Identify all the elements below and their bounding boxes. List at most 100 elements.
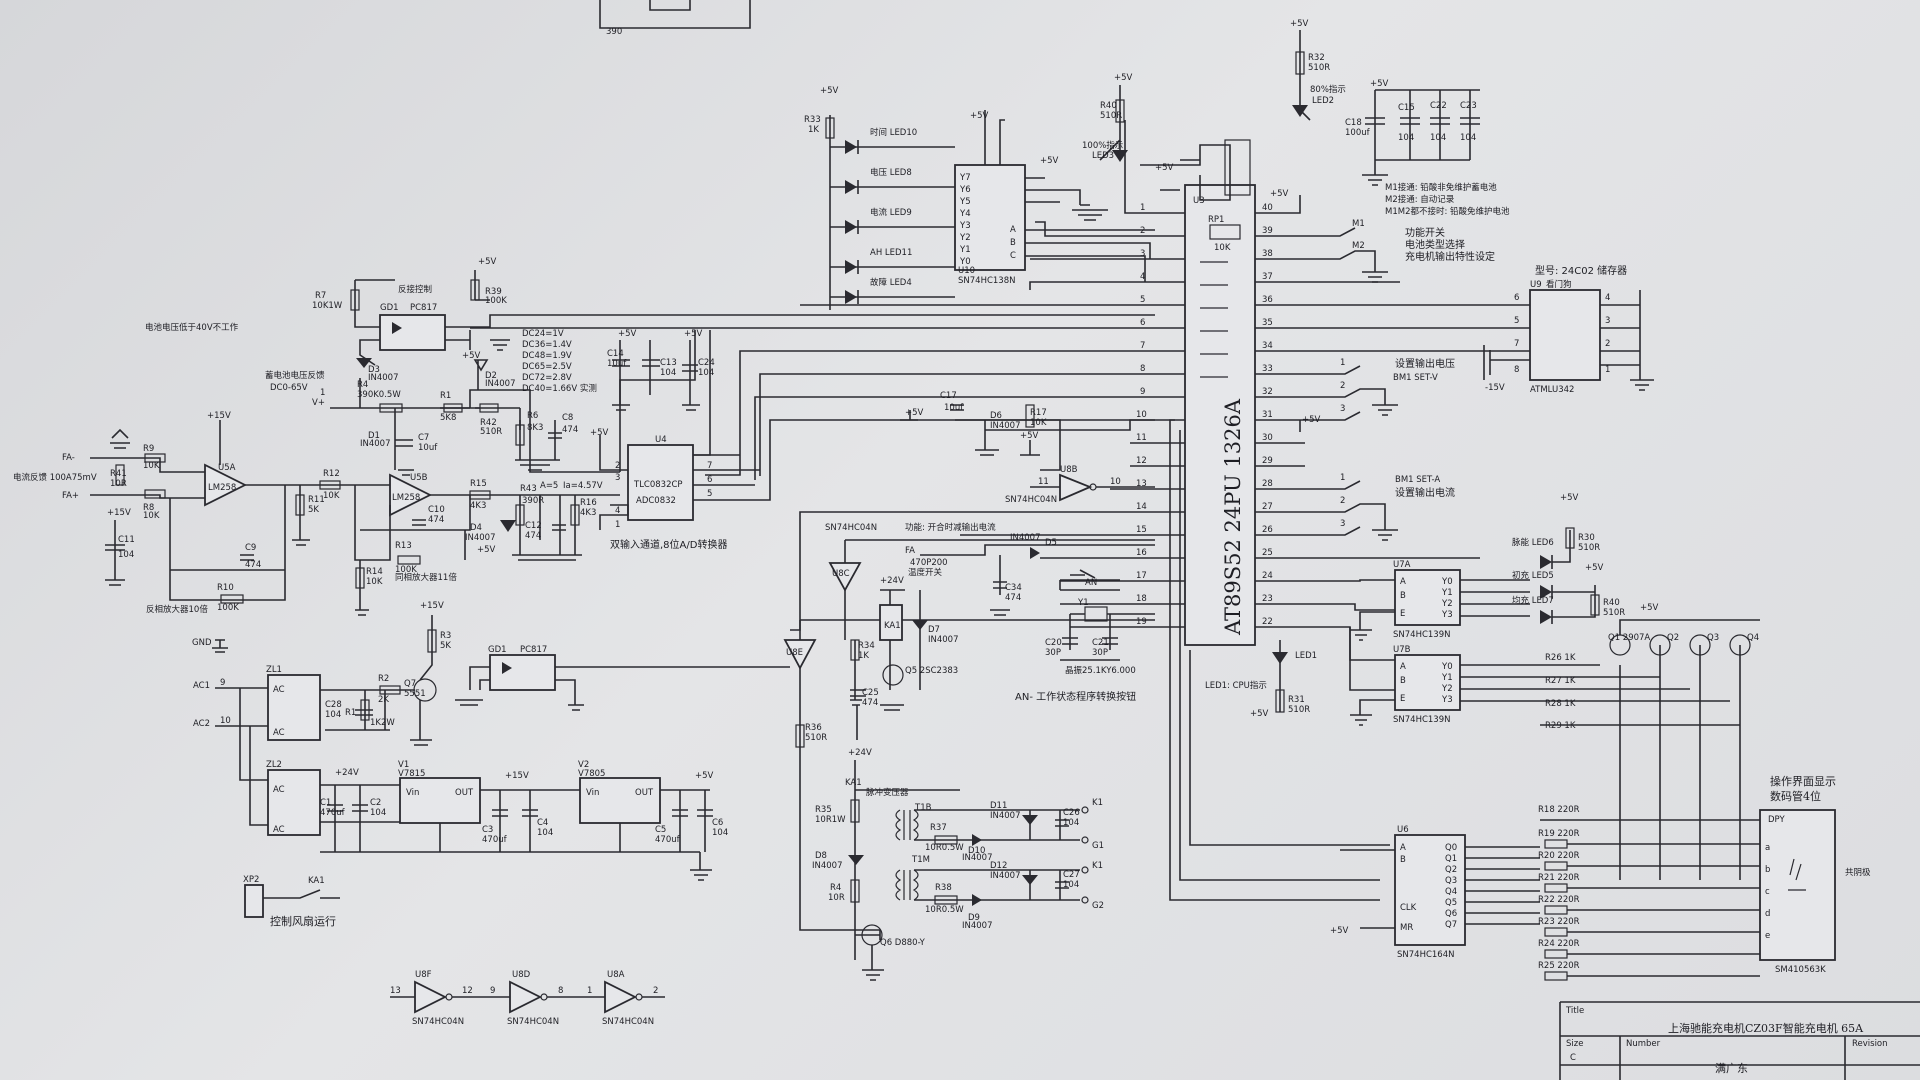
led-label: 故障 LED4 (870, 277, 912, 288)
svg-text:AC: AC (273, 825, 285, 835)
svg-text:18: 18 (1136, 594, 1147, 604)
svg-text:IN4007: IN4007 (990, 421, 1021, 431)
svg-text:C3: C3 (482, 825, 493, 835)
svg-text:C12: C12 (525, 521, 542, 531)
svg-text:24: 24 (1262, 571, 1273, 581)
svg-text:c: c (1765, 887, 1770, 897)
svg-text:510R: 510R (1288, 705, 1310, 715)
svg-text:Y3: Y3 (1441, 610, 1453, 620)
svg-text:39: 39 (1262, 226, 1273, 236)
svg-text:2: 2 (1605, 339, 1610, 349)
svg-text:C: C (1010, 251, 1016, 261)
svg-text:共阴极: 共阴极 (1845, 867, 1871, 878)
svg-text:3: 3 (1605, 316, 1610, 326)
svg-text:D9: D9 (968, 913, 980, 923)
svg-text:R18 220R: R18 220R (1538, 805, 1580, 815)
svg-text:+5V: +5V (1020, 431, 1039, 441)
svg-text:e: e (1765, 931, 1770, 941)
svg-text:9: 9 (1140, 387, 1145, 397)
svg-text:27: 27 (1262, 502, 1273, 512)
svg-text:+15V: +15V (207, 411, 231, 421)
svg-text:38: 38 (1262, 249, 1273, 259)
svg-text:4: 4 (1140, 272, 1145, 282)
svg-text:R23 220R: R23 220R (1538, 917, 1580, 927)
svg-text:V7815: V7815 (398, 769, 425, 779)
svg-text:12: 12 (1136, 456, 1147, 466)
svg-text:R15: R15 (470, 479, 487, 489)
svg-text:U8A: U8A (607, 970, 625, 980)
svg-text:Y0: Y0 (959, 257, 971, 267)
svg-text:R12: R12 (323, 469, 340, 479)
svg-text:B: B (1400, 676, 1406, 686)
svg-text:FA-: FA- (62, 453, 75, 463)
svg-text:8: 8 (1140, 364, 1145, 374)
svg-text:D11: D11 (990, 801, 1007, 811)
svg-text:D12: D12 (990, 861, 1007, 871)
svg-text:LM258: LM258 (392, 493, 420, 503)
svg-text:390: 390 (606, 27, 622, 37)
svg-text:上海驰能充电机CZ03F智能充电机 65A: 上海驰能充电机CZ03F智能充电机 65A (1668, 1021, 1864, 1035)
svg-text:28: 28 (1262, 479, 1273, 489)
svg-text:Y4: Y4 (959, 209, 971, 219)
svg-text:数码管4位: 数码管4位 (1770, 789, 1821, 803)
svg-text:D6: D6 (990, 411, 1002, 421)
svg-text:R39: R39 (485, 287, 502, 297)
svg-text:10uf: 10uf (607, 359, 627, 369)
svg-text:6: 6 (1514, 293, 1519, 303)
svg-text:电流反馈 100A75mV: 电流反馈 100A75mV (13, 472, 97, 483)
svg-text:Q3: Q3 (1707, 633, 1719, 643)
mode-switches: M1接通: 铅酸非免维护蓄电池 M2接通: 自动记录 M1M2都不接时: 铅酸免… (1352, 182, 1510, 283)
svg-text:40: 40 (1262, 203, 1273, 213)
svg-text:IN4007: IN4007 (962, 853, 993, 863)
svg-text:a: a (1765, 843, 1770, 853)
svg-text:R32: R32 (1308, 53, 1325, 63)
svg-text:R8: R8 (143, 503, 154, 513)
svg-text:DC40=1.66V 实测: DC40=1.66V 实测 (522, 383, 597, 394)
svg-text:R4: R4 (830, 883, 841, 893)
svg-text:C25: C25 (862, 688, 879, 698)
svg-text:104: 104 (1460, 133, 1476, 143)
svg-text:温度开关: 温度开关 (908, 567, 943, 578)
svg-text:满广东: 满广东 (1715, 1062, 1748, 1075)
svg-text:C17: C17 (940, 391, 957, 401)
display-dpy: DPY SM410563K 操作界面显示 数码管4位 共阴极 abc de (1759, 774, 1871, 975)
svg-text:10uf: 10uf (418, 443, 438, 453)
svg-text:DPY: DPY (1768, 815, 1785, 825)
svg-text:PC817: PC817 (520, 645, 547, 655)
svg-text:9: 9 (490, 986, 495, 996)
mcu-right-buses: +5V (1270, 189, 1520, 851)
svg-text:3: 3 (1140, 249, 1145, 259)
svg-text:+5V: +5V (1560, 493, 1579, 503)
svg-text:AN- 工作状态程序转换按钮: AN- 工作状态程序转换按钮 (1015, 690, 1136, 703)
svg-text:100uf: 100uf (1345, 128, 1371, 138)
svg-text:474: 474 (245, 560, 261, 570)
svg-text:IN4007: IN4007 (360, 439, 391, 449)
svg-text:IN4007: IN4007 (990, 811, 1021, 821)
inverter-row: U8F SN74HC04N 13 12 U8D SN74HC04N 9 8 U8… (390, 970, 665, 1027)
svg-text:D2: D2 (485, 371, 497, 381)
svg-text:A: A (1400, 843, 1406, 853)
svg-text:2: 2 (615, 461, 620, 471)
svg-text:G2: G2 (1092, 901, 1104, 911)
svg-text:AC: AC (273, 728, 285, 738)
svg-text:R30: R30 (1578, 533, 1595, 543)
svg-text:+5V: +5V (1040, 156, 1059, 166)
svg-text:470uf: 470uf (320, 808, 346, 818)
svg-text:Q6: Q6 (1445, 909, 1457, 919)
svg-text:D5: D5 (1045, 538, 1057, 548)
svg-text:AC2: AC2 (193, 719, 210, 729)
svg-text:Y6: Y6 (959, 185, 971, 195)
svg-text:LED1: CPU指示: LED1: CPU指示 (1205, 680, 1267, 691)
svg-text:脉能 LED6: 脉能 LED6 (1512, 537, 1554, 548)
svg-text:2: 2 (653, 986, 658, 996)
svg-text:390K0.5W: 390K0.5W (357, 390, 401, 400)
svg-text:M1接通: 铅酸非免维护蓄电池: M1接通: 铅酸非免维护蓄电池 (1385, 182, 1497, 193)
svg-text:100K: 100K (395, 565, 417, 575)
svg-text:U10: U10 (958, 266, 975, 276)
svg-text:LM258: LM258 (208, 483, 236, 493)
svg-text:+5V: +5V (1250, 709, 1269, 719)
set-switches: 设置输出电压 BM1 SET-V BM1 SET-A 设置输出电流 123 12… (1299, 357, 1455, 541)
